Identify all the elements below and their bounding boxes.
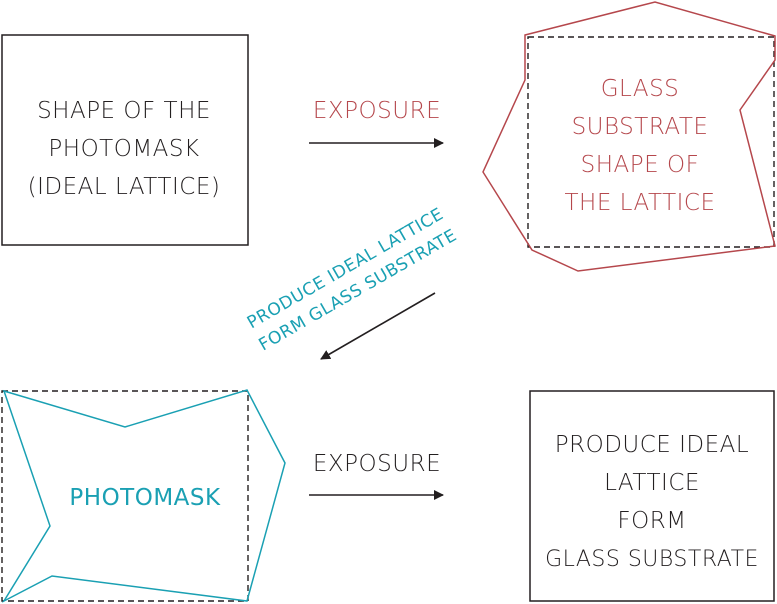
result-line-2: LATTICE xyxy=(604,470,700,496)
result-line-3: FORM xyxy=(617,508,686,534)
top-exposure-label: EXPOSURE xyxy=(313,98,441,124)
glass-substrate-line-4: THE LATTICE xyxy=(564,190,715,216)
diagonal-arrow: PRODUCE IDEAL LATTICE FORM GLASS SUBSTRA… xyxy=(244,204,461,360)
photomask-shape-line-2: PHOTOMASK xyxy=(48,136,199,162)
photomask-compensated-outline xyxy=(1,389,286,603)
glass-substrate-ideal-frame xyxy=(527,36,775,248)
diagonal-arrow-line xyxy=(320,292,436,360)
diagonal-label: PRODUCE IDEAL LATTICE FORM GLASS SUBSTRA… xyxy=(244,204,461,355)
photomask-shape-line-3: (IDEAL LATTICE) xyxy=(28,174,221,200)
top-exposure-arrow: EXPOSURE xyxy=(309,98,444,148)
photomask-shape-frame xyxy=(1,34,249,246)
diagonal-label-line-1: PRODUCE IDEAL LATTICE xyxy=(244,204,447,333)
result-frame xyxy=(529,390,775,602)
glass-substrate-line-2: SUBSTRATE xyxy=(572,114,709,140)
glass-substrate-distorted-outline xyxy=(482,1,776,272)
bottom-exposure-label: EXPOSURE xyxy=(313,451,441,477)
result-box: PRODUCE IDEAL LATTICE FORM GLASS SUBSTRA… xyxy=(529,390,775,602)
glass-substrate-line-1: GLASS xyxy=(601,76,680,102)
photomask-shape-line-1: SHAPE OF THE xyxy=(37,98,211,124)
result-line-4: GLASS SUBSTRATE xyxy=(545,547,759,572)
glass-substrate-line-3: SHAPE OF xyxy=(581,152,700,178)
glass-substrate-shape: GLASS SUBSTRATE SHAPE OF THE LATTICE xyxy=(482,1,776,272)
photomask-shape: PHOTOMASK xyxy=(1,389,286,603)
photomask-ideal-frame xyxy=(1,390,249,602)
result-line-1: PRODUCE IDEAL xyxy=(555,432,749,458)
photomask-label: PHOTOMASK xyxy=(69,485,221,511)
bottom-exposure-arrow: EXPOSURE xyxy=(309,451,444,500)
photomask-shape-box: SHAPE OF THE PHOTOMASK (IDEAL LATTICE) xyxy=(1,34,249,246)
